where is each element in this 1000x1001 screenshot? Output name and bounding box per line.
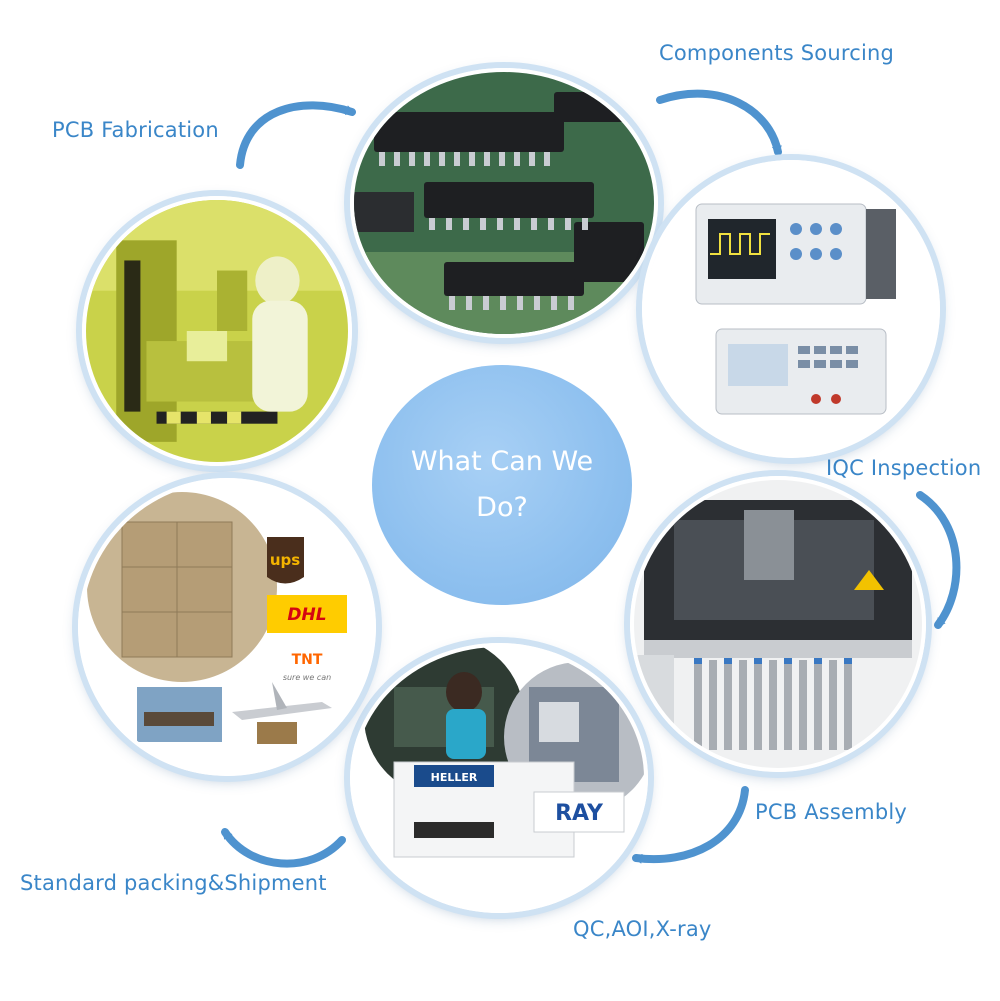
cleanroom-worker-photo [86, 200, 348, 462]
ups-logo: ups [270, 551, 300, 569]
arrow-qc-to-packing [221, 828, 346, 868]
arrow-iqc-to-assembly [916, 491, 961, 629]
tnt-slogan: sure we can [283, 673, 331, 682]
photo-components-sourcing [350, 68, 658, 338]
arrow-fabrication-to-sourcing [236, 101, 356, 169]
arrow-sourcing-to-iqc [656, 89, 782, 156]
label-packing-shipment: Standard packing&Shipment [20, 871, 327, 895]
oscilloscope-and-lcr-meter-photo [646, 164, 936, 454]
photo-pcb-assembly [630, 476, 926, 772]
label-pcb-fabrication: PCB Fabrication [52, 118, 219, 142]
label-qc-aoi-xray: QC,AOI,X-ray [573, 917, 712, 941]
photo-packing-shipment: ups DHL TNT sure we can [78, 478, 376, 776]
tnt-logo: TNT [292, 652, 323, 668]
cartons-and-couriers-photo: ups DHL TNT sure we can [82, 482, 372, 772]
integrated-circuit-chips-photo [354, 72, 654, 334]
photo-pcb-fabrication [82, 196, 352, 466]
arrow-assembly-to-qc [632, 786, 749, 864]
label-components-sourcing: Components Sourcing [659, 41, 895, 65]
center-circle: What Can We Do? [372, 365, 632, 605]
photo-qc-aoi-xray: HELLER RAY [350, 643, 648, 913]
xray-logo: RAY [555, 801, 604, 826]
center-title-line2: Do? [476, 492, 528, 523]
label-iqc-inspection: IQC Inspection [826, 456, 982, 480]
heller-logo: HELLER [431, 771, 478, 784]
pick-and-place-machine-photo [634, 480, 922, 768]
center-title-line1: What Can We [410, 446, 594, 477]
label-pcb-assembly: PCB Assembly [755, 800, 908, 824]
dhl-logo: DHL [287, 605, 326, 625]
reflow-oven-and-xray-machine-photo: HELLER RAY [354, 647, 644, 909]
photo-iqc-inspection [642, 160, 940, 458]
